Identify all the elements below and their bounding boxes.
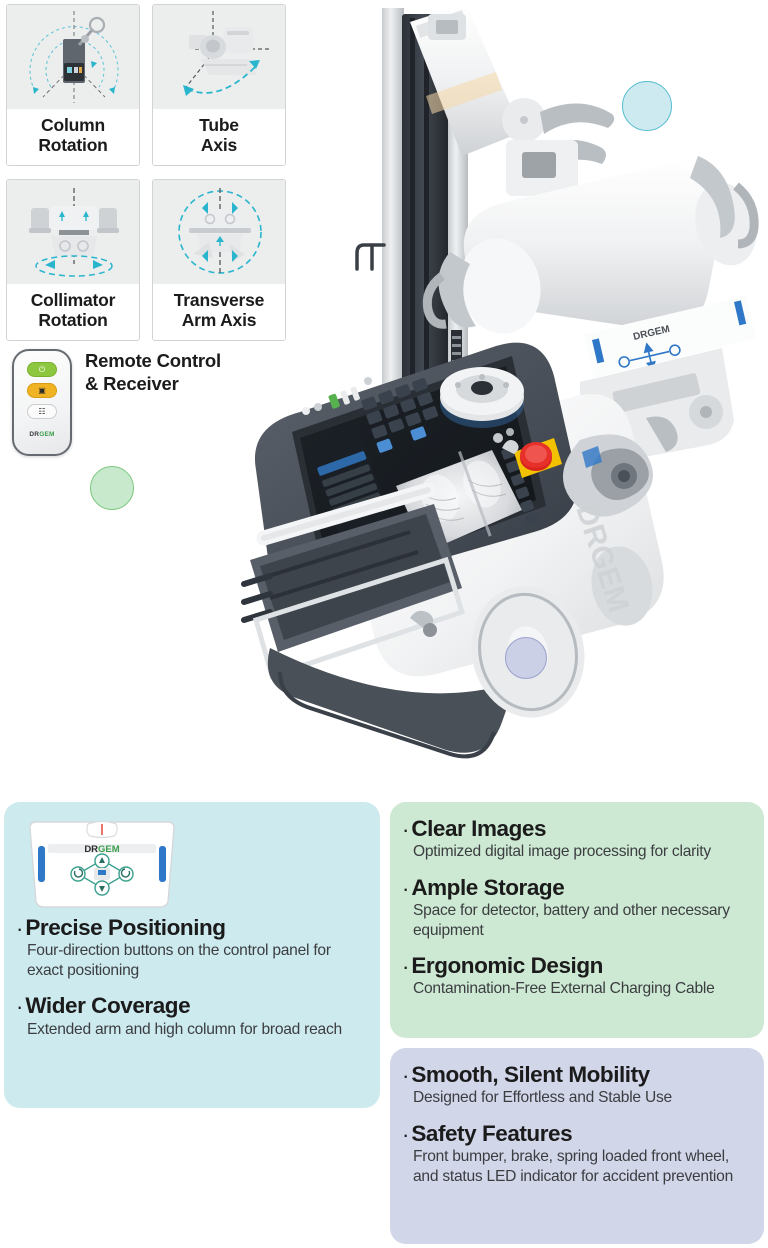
label-line-2: Rotation (38, 134, 108, 155)
bullet-icon: · (402, 954, 410, 980)
drive-control-knob (440, 367, 524, 428)
motion-cards-row-top: Column Rotation (6, 4, 298, 167)
remote-control-device: ⏻ ▣ ☷ DRGEM (12, 349, 72, 456)
collimator-rotation-icon (7, 180, 139, 285)
support-arm (410, 4, 615, 196)
status-led-bar (302, 377, 372, 415)
remote-brand-logo: DRGEM (14, 431, 70, 438)
bullet-icon: · (16, 916, 24, 941)
feature-item: · Clear Images Optimized digital image p… (402, 816, 756, 862)
feature-heading: · Ample Storage (402, 875, 756, 900)
feature-item: · Safety Features Front bumper, brake, s… (402, 1121, 756, 1186)
push-handle-bar (256, 482, 436, 546)
power-button[interactable]: ⏻ (27, 362, 57, 377)
feature-item: · Wider Coverage Extended arm and high c… (16, 993, 370, 1039)
feature-title: Wider Coverage (25, 993, 191, 1019)
feature-description: Extended arm and high column for broad r… (27, 1020, 342, 1038)
feature-description: Contamination-Free External Charging Cab… (413, 980, 715, 998)
product-photo: DRGEM (110, 0, 768, 790)
feature-title: Clear Images (411, 816, 547, 841)
motion-card-tube-axis: Tube Axis (152, 4, 286, 167)
motion-card-label: Column Rotation (7, 109, 139, 166)
transverse-arm-axis-icon (153, 180, 285, 285)
motion-card-label: Collimator Rotation (7, 284, 139, 341)
motion-cards-row-bottom: Collimator Rotation (6, 179, 298, 342)
feature-title: Ergonomic Design (411, 953, 603, 979)
feature-title: Ample Storage (411, 874, 565, 900)
feature-heading: · Wider Coverage (16, 993, 370, 1018)
imaging-panel: · Clear Images Optimized digital image p… (390, 802, 764, 1038)
column-rotation-icon (7, 5, 139, 109)
feature-title: Precise Positioning (25, 915, 226, 940)
label-line-2: Rotation (38, 309, 108, 330)
remote-control-caption: Remote Control & Receiver (85, 350, 221, 396)
motion-card-transverse-arm-axis: Transverse Arm Axis (152, 179, 286, 342)
label-line-1: Column (41, 115, 105, 135)
feature-item: · Smooth, Silent Mobility Designed for E… (402, 1062, 756, 1108)
label-line-1: Collimator (30, 290, 116, 311)
label-line-2: Arm Axis (181, 309, 257, 330)
brand-gem-text: GEM (39, 431, 55, 438)
motion-card-label: Transverse Arm Axis (153, 284, 285, 341)
feature-description: Optimized digital image processing for c… (413, 843, 711, 861)
feature-description: Four-direction buttons on the control pa… (27, 942, 331, 979)
motion-card-column-rotation: Column Rotation (6, 4, 140, 167)
storage-compartment (241, 504, 466, 680)
feature-heading: · Clear Images (402, 816, 756, 841)
feature-title: Smooth, Silent Mobility (411, 1062, 650, 1087)
mobility-feature-list: · Smooth, Silent Mobility Designed for E… (402, 1062, 756, 1186)
feature-description: Designed for Effortless and Stable Use (413, 1089, 672, 1107)
bullet-icon: · (402, 1121, 410, 1147)
bullet-icon: · (402, 817, 410, 842)
bullet-icon: · (16, 994, 24, 1020)
feature-item: · Ergonomic Design Contamination-Free Ex… (402, 953, 756, 999)
feature-title: Safety Features (411, 1120, 573, 1146)
feature-heading: · Ergonomic Design (402, 953, 756, 978)
caption-line-2: & Receiver (85, 372, 179, 394)
motion-card-collimator-rotation: Collimator Rotation (6, 179, 140, 342)
emergency-stop-button (514, 438, 562, 478)
lavender-accent-dot (505, 637, 547, 679)
mobility-safety-panel: · Smooth, Silent Mobility Designed for E… (390, 1048, 764, 1244)
secondary-button[interactable]: ☷ (27, 404, 57, 419)
feature-description: Space for detector, battery and other ne… (413, 902, 730, 939)
bullet-icon: · (402, 875, 410, 901)
mobile-cart-body: DRGEM (241, 342, 678, 759)
feature-heading: · Smooth, Silent Mobility (402, 1062, 756, 1087)
remote-control-block: ⏻ ▣ ☷ DRGEM Remote Control & Receiver (12, 349, 221, 456)
feature-description: Front bumper, brake, spring loaded front… (413, 1148, 733, 1185)
positioning-feature-list: · Precise Positioning Four-direction but… (16, 915, 370, 1039)
blue-accent-dot (622, 81, 672, 131)
illustration-brand-text: DRGEM (84, 844, 119, 855)
control-panel-illustration: DRGEM (26, 818, 178, 910)
feature-heading: · Precise Positioning (16, 915, 370, 940)
positioning-panel: DRGEM · Precise Positioning (4, 802, 380, 1108)
motion-card-label: Tube Axis (153, 109, 285, 166)
feature-heading: · Safety Features (402, 1121, 756, 1146)
feature-item: · Ample Storage Space for detector, batt… (402, 875, 756, 940)
bullet-icon: · (402, 1063, 410, 1088)
drive-unit (562, 416, 678, 517)
caption-line-1: Remote Control (85, 350, 221, 371)
label-line-2: Axis (200, 134, 238, 155)
imaging-feature-list: · Clear Images Optimized digital image p… (402, 816, 756, 999)
green-accent-dot (90, 466, 134, 510)
brand-dr-text: DR (29, 431, 40, 438)
motion-cards-grid: Column Rotation (6, 4, 298, 354)
feature-item: · Precise Positioning Four-direction but… (16, 915, 370, 980)
label-line-1: Tube (199, 115, 239, 135)
label-line-1: Transverse (173, 290, 265, 311)
tube-head-control-plate: DRGEM (584, 296, 756, 378)
exposure-button[interactable]: ▣ (27, 383, 57, 398)
tube-axis-icon (153, 5, 285, 109)
